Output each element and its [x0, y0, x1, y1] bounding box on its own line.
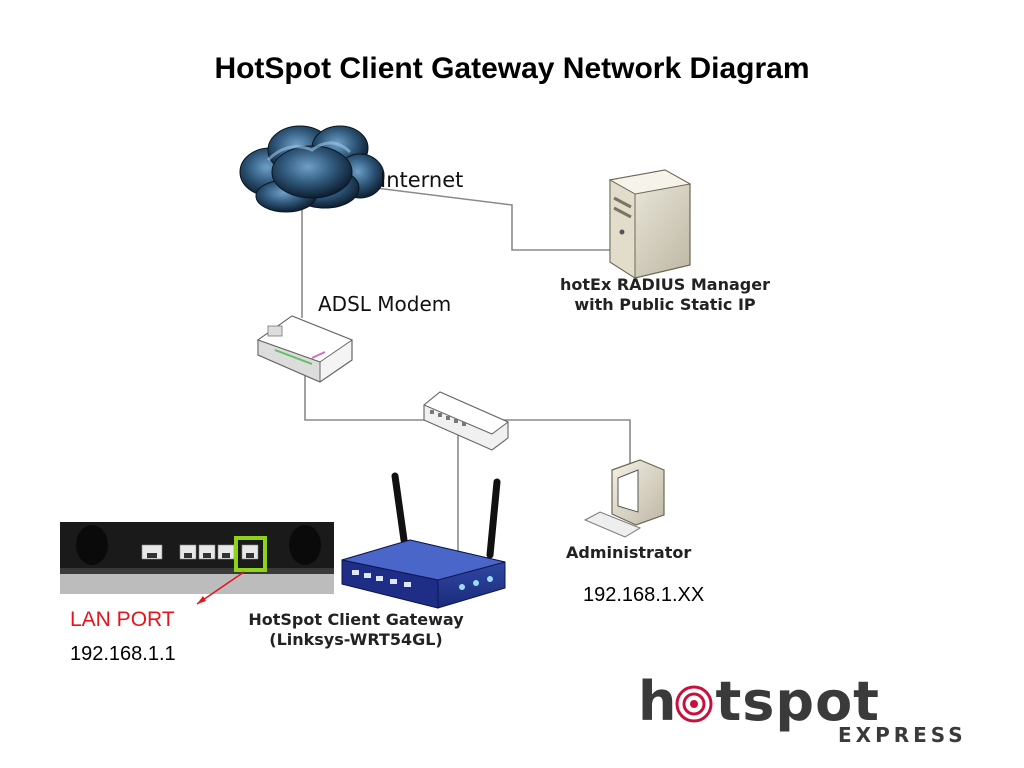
- radius-server-icon: [608, 169, 692, 279]
- internet-cloud-icon: [239, 125, 385, 213]
- router-back-panel-photo: [60, 522, 334, 594]
- administrator-computer-icon: [583, 459, 665, 538]
- lan-port-arrow: [196, 571, 245, 605]
- internet-label: Internet: [380, 168, 464, 192]
- adsl-modem-label: ADSL Modem: [318, 292, 452, 316]
- adsl-modem-icon: [256, 315, 354, 383]
- gateway-label-line2: (Linksys-WRT54GL): [269, 630, 443, 649]
- gateway-label: HotSpot Client Gateway (Linksys-WRT54GL): [240, 610, 472, 650]
- lan-port-label: LAN PORT: [70, 608, 175, 631]
- logo-letter-h: h: [638, 670, 678, 733]
- logo-letters-tspot: tspot: [715, 670, 880, 733]
- radius-manager-label: hotEx RADIUS Manager with Public Static …: [545, 275, 785, 315]
- connection-lines: [301, 184, 631, 555]
- lan-port-highlight: [234, 536, 267, 572]
- line-internet-to-radius: [351, 184, 610, 251]
- linksys-router-icon: [341, 472, 506, 609]
- lan-port-ip: 192.168.1.1: [70, 643, 176, 665]
- administrator-ip: 192.168.1.XX: [583, 584, 705, 606]
- radius-label-line1: hotEx RADIUS Manager: [560, 275, 770, 294]
- administrator-label: Administrator: [566, 543, 692, 562]
- page-title: HotSpot Client Gateway Network Diagram: [214, 52, 810, 85]
- gateway-label-line1: HotSpot Client Gateway: [248, 610, 464, 629]
- radius-label-line2: with Public Static IP: [574, 295, 756, 314]
- line-modem-to-switch: [304, 375, 430, 421]
- logo-subtitle: EXPRESS: [838, 723, 967, 747]
- network-switch-icon: [423, 391, 509, 451]
- hotspot-logo-ring-icon: [675, 685, 713, 723]
- line-switch-to-admin: [495, 419, 631, 470]
